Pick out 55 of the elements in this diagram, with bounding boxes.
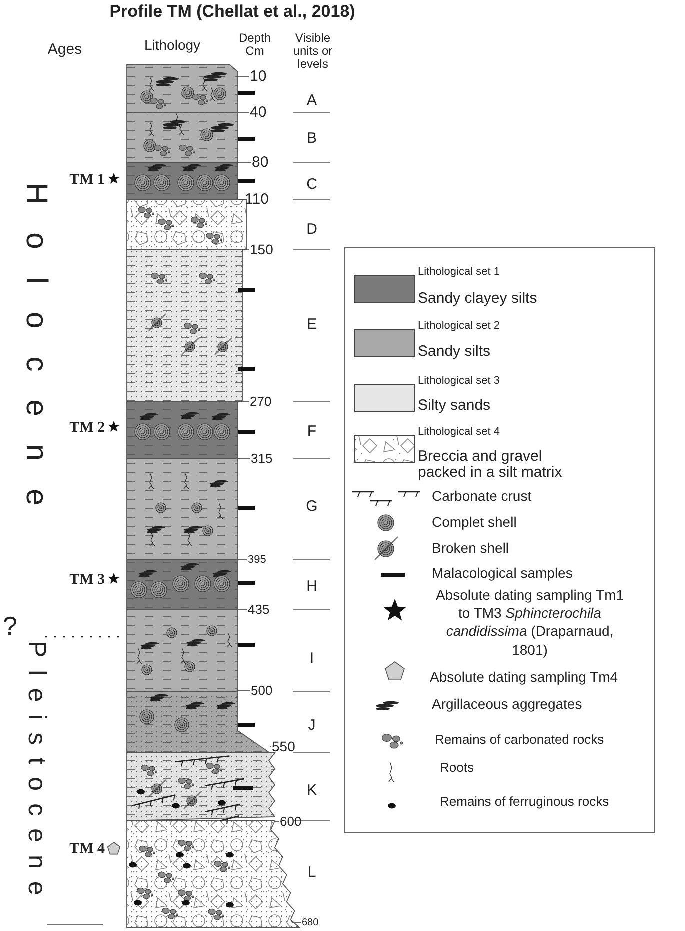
epoch-label: Pleistocene <box>22 641 50 908</box>
epoch-label: Holocene <box>20 183 53 534</box>
unit-letter: L <box>306 864 318 882</box>
depth-value: 40 <box>250 104 267 122</box>
unit-letter: J <box>307 718 317 734</box>
uncertainty-mark: ? <box>3 612 18 641</box>
lithology-description: Silty sands <box>418 398 492 414</box>
depth-value: 550 <box>272 739 296 755</box>
depth-value: 80 <box>252 154 269 172</box>
lithology-description: Sandy clayey silts <box>418 291 538 307</box>
depth-value: 500 <box>251 684 273 698</box>
column-header: Lithology <box>143 38 202 54</box>
legend-label: Lithological set 4 <box>418 426 500 438</box>
depth-value: 600 <box>280 814 302 830</box>
column-header: Depth Cm <box>238 32 272 58</box>
depth-value: 395 <box>248 554 266 566</box>
legend-label: Lithological set 2 <box>418 320 500 332</box>
depth-value: 110 <box>245 192 269 208</box>
unit-letter: H <box>306 578 318 596</box>
unit-letter: C <box>306 176 318 194</box>
unit-letter: G <box>305 498 319 516</box>
unit-letter: A <box>306 92 318 110</box>
unit-letter: K <box>306 782 318 800</box>
lithology-description: Breccia and gravel packed in a silt matrix <box>418 449 564 480</box>
unit-letter: E <box>306 316 318 334</box>
sample-label: TM 3 <box>68 572 105 588</box>
legend-label: Absolute dating sampling Tm1 to TM3 Sphincterochila candidissima (Draparnaud, 1801) <box>434 586 626 659</box>
sample-label: TM 1 <box>68 172 105 188</box>
unit-letter: F <box>306 424 318 440</box>
column-header: Visible units or levels <box>292 32 334 72</box>
depth-value: 150 <box>250 242 274 258</box>
depth-value: 680 <box>302 918 319 928</box>
unit-letter: I <box>308 650 316 668</box>
unit-letter: B <box>306 130 318 148</box>
legend-label: Argillaceous aggregates <box>432 697 582 712</box>
legend-label: Roots <box>440 761 474 776</box>
legend-label: Lithological set 1 <box>418 266 500 278</box>
unit-letter: D <box>306 222 318 238</box>
legend-label: Malacological samples <box>432 566 573 582</box>
depth-value: 315 <box>251 452 273 466</box>
depth-value: 10 <box>250 68 267 86</box>
legend-label: Absolute dating sampling Tm4 <box>430 670 618 686</box>
depth-value: 270 <box>250 394 272 410</box>
title: Profile TM (Chellat et al., 2018) <box>108 3 356 22</box>
legend-label: Lithological set 3 <box>418 375 500 388</box>
legend-label: Complet shell <box>432 515 517 530</box>
depth-value: 435 <box>248 602 270 618</box>
legend-label: Remains of carbonated rocks <box>435 733 604 748</box>
legend-label: Carbonate crust <box>432 489 532 504</box>
column-header: Ages <box>46 42 84 58</box>
legend-label: Remains of ferruginous rocks <box>440 795 610 810</box>
sample-label: TM 4 <box>68 840 105 858</box>
sample-label: TM 2 <box>68 420 105 436</box>
legend-label: Broken shell <box>432 541 510 556</box>
lithology-description: Sandy silts <box>418 344 492 360</box>
